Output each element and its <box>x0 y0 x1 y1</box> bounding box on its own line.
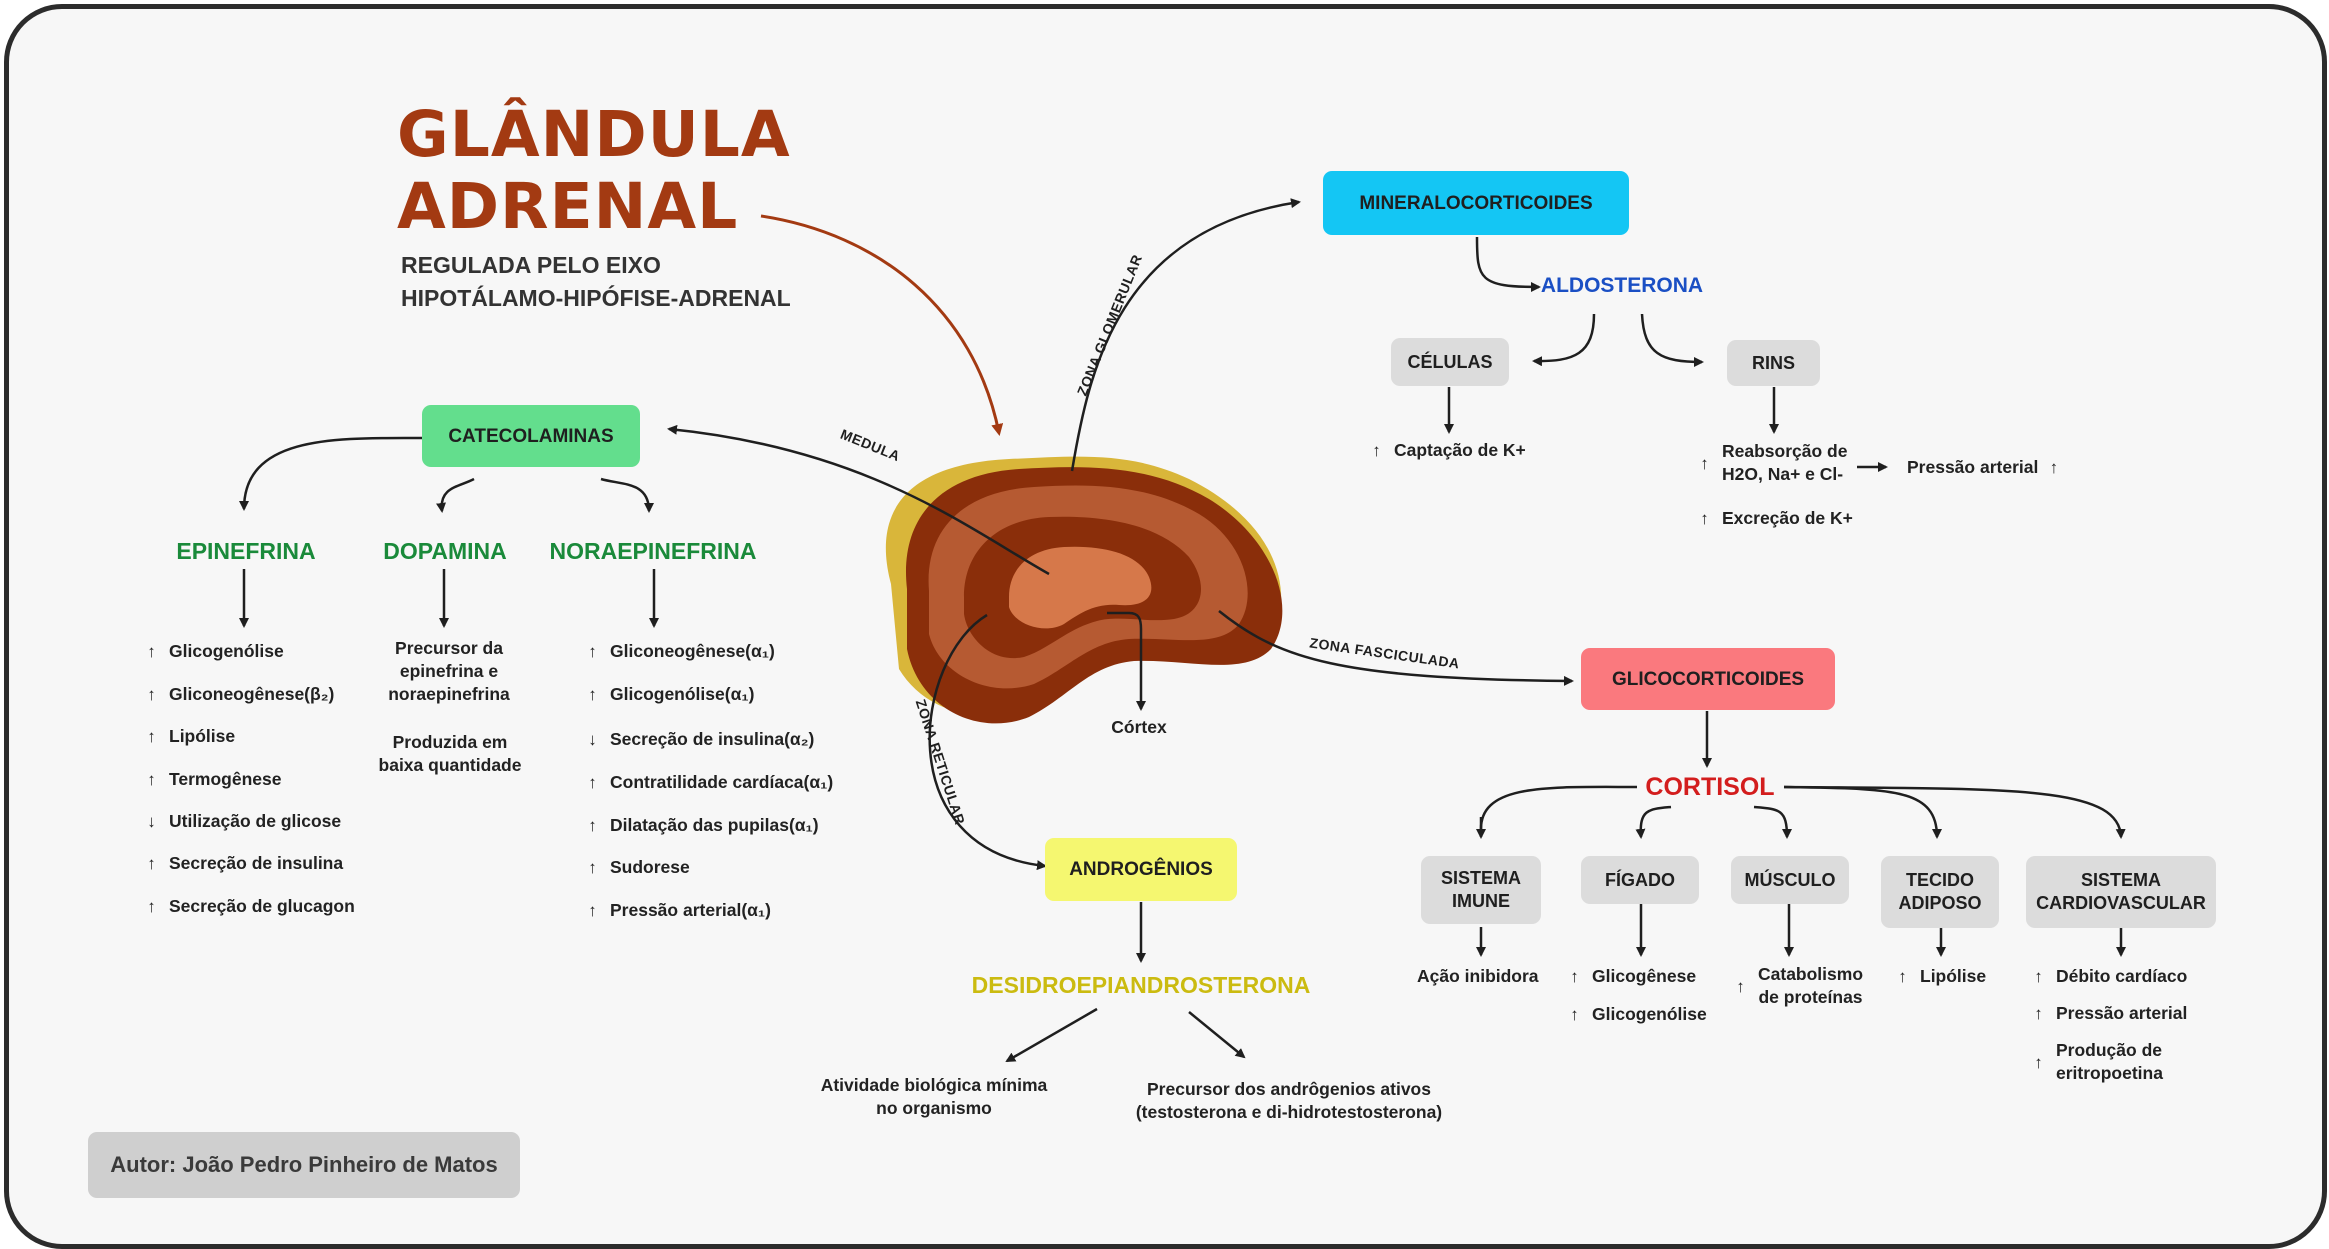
effect-item: ↑Pressão arterial(α₁) <box>588 900 771 920</box>
cortex-label: Córtex <box>1111 717 1167 737</box>
arrow-down-icon: ↓ <box>588 730 597 749</box>
dhea-effect-right: Precursor dos andrôgenios ativos (testos… <box>1135 1079 1443 1122</box>
page-subtitle: REGULADA PELO EIXO HIPOTÁLAMO-HIPÓFISE-A… <box>401 249 791 315</box>
captacao-effect: ↑Captação de K+ <box>1372 440 1526 460</box>
effect-item: ↑Secreção de insulina <box>147 853 344 873</box>
glicocorticoides-box: GLICOCORTICOIDES <box>1581 648 1835 710</box>
dopamina-desc-2: Produzida em baixa quantidade <box>378 732 522 775</box>
effect-item: ↑Gliconeogênese(α₁) <box>588 641 775 661</box>
effect-item: ↑Termogênese <box>147 769 282 789</box>
rins-box: RINS <box>1727 340 1820 386</box>
arrow-up-icon: ↑ <box>1736 977 1745 996</box>
arrow-up-icon: ↑ <box>1570 967 1579 986</box>
cortisol-effect-item: ↑Glicogênese <box>1570 966 1697 986</box>
effect-item: ↑Sudorese <box>588 857 690 877</box>
dhea-heading: DESIDROEPIANDROSTERONA <box>971 972 1311 998</box>
diagram-canvas: GLÂNDULA ADRENAL REGULADA PELO EIXO HIPO… <box>9 9 2322 1244</box>
arrow-up-icon: ↑ <box>147 854 156 873</box>
effect-item: ↑Secreção de glucagon <box>147 896 355 916</box>
arrow-up-icon: ↑ <box>2034 1004 2043 1023</box>
author-badge: Autor: João Pedro Pinheiro de Matos <box>88 1132 520 1198</box>
arrow-up-icon: ↑ <box>147 770 156 789</box>
arrow-up-icon: ↑ <box>1898 967 1907 986</box>
title-line-2: ADRENAL <box>397 170 739 243</box>
dhea-effect-left: Atividade biológica mínima no organismo <box>820 1075 1048 1118</box>
catecolaminas-box: CATECOLAMINAS <box>422 405 640 467</box>
cortisol-effect-item: ↑Glicogenólise <box>1570 1004 1707 1024</box>
arrow-up-icon: ↑ <box>588 901 597 920</box>
arrow-up-icon: ↑ <box>147 642 156 661</box>
adrenal-gland-illustration <box>885 456 1283 724</box>
arrow-up-icon: ↑ <box>588 773 597 792</box>
arrow-up-icon: ↑ <box>1570 1005 1579 1024</box>
arrow-up-icon: ↑ <box>2049 458 2059 477</box>
cortisol-target-box: FÍGADO <box>1581 856 1699 904</box>
arrow-up-icon: ↑ <box>1700 509 1709 528</box>
androgenios-box: ANDROGÊNIOS <box>1045 838 1237 901</box>
effect-item: ↑Contratilidade cardíaca(α₁) <box>588 772 834 792</box>
title-to-gland-arrow <box>760 214 1004 436</box>
arrow-up-icon: ↑ <box>147 685 156 704</box>
effect-item: ↑Glicogenólise(α₁) <box>588 684 755 704</box>
arrow-up-icon: ↑ <box>588 685 597 704</box>
diagram-frame: GLÂNDULA ADRENAL REGULADA PELO EIXO HIPO… <box>4 4 2327 1249</box>
cortisol-heading: CORTISOL <box>1645 773 1775 801</box>
effect-item: ↑Glicogenólise <box>147 641 284 661</box>
cortisol-effect-item: ↑Pressão arterial <box>2034 1003 2188 1023</box>
effect-item: ↑Lipólise <box>147 726 236 746</box>
reabsorcao-effect: ↑ Reabsorção de H2O, Na+ e Cl- <box>1700 441 1848 484</box>
cortisol-effect-item: ↑Débito cardíaco <box>2034 966 2188 986</box>
arrow-up-icon: ↑ <box>147 727 156 746</box>
arrow-up-icon: ↑ <box>588 816 597 835</box>
page-title: GLÂNDULA ADRENAL <box>397 99 791 243</box>
dopamina-heading: DOPAMINA <box>383 538 507 564</box>
arrow-up-icon: ↑ <box>1700 454 1709 473</box>
noraepinefrina-heading: NORAEPINEFRINA <box>549 538 757 564</box>
arrow-up-icon: ↑ <box>147 897 156 916</box>
cortisol-target-box: MÚSCULO <box>1731 856 1849 904</box>
celulas-box: CÉLULAS <box>1391 338 1509 386</box>
arrow-up-icon: ↑ <box>2034 967 2043 986</box>
arrow-up-icon: ↑ <box>588 858 597 877</box>
cortisol-effect-item: ↑Lipólise <box>1898 966 1987 986</box>
effect-item: ↓Secreção de insulina(α₂) <box>588 729 815 749</box>
cortisol-effect-item: Ação inibidora <box>1417 966 1539 986</box>
connector-layer <box>239 198 2126 1063</box>
arrow-down-icon: ↓ <box>147 812 156 831</box>
subtitle-line-1: REGULADA PELO EIXO <box>401 252 661 278</box>
effect-item: ↑Gliconeogênese(β₂) <box>147 684 335 704</box>
subtitle-line-2: HIPOTÁLAMO-HIPÓFISE-ADRENAL <box>401 285 791 311</box>
mineralocorticoides-box: MINERALOCORTICOIDES <box>1323 171 1629 235</box>
epinefrina-heading: EPINEFRINA <box>176 538 316 564</box>
effect-item: ↓Utilização de glicose <box>147 811 342 831</box>
excrecao-effect: ↑Excreção de K+ <box>1700 508 1853 528</box>
arrow-up-icon: ↑ <box>1372 441 1381 460</box>
dopamina-desc-1: Precursor da epinefrina e noraepinefrina <box>388 638 510 704</box>
arrow-up-icon: ↑ <box>2034 1053 2043 1072</box>
aldosterona-heading: ALDOSTERONA <box>1540 274 1704 297</box>
title-line-1: GLÂNDULA <box>397 98 791 171</box>
arrow-up-icon: ↑ <box>588 642 597 661</box>
effect-item: ↑Dilatação das pupilas(α₁) <box>588 815 819 835</box>
pressao-effect: Pressão arterial↑ <box>1907 457 2059 477</box>
